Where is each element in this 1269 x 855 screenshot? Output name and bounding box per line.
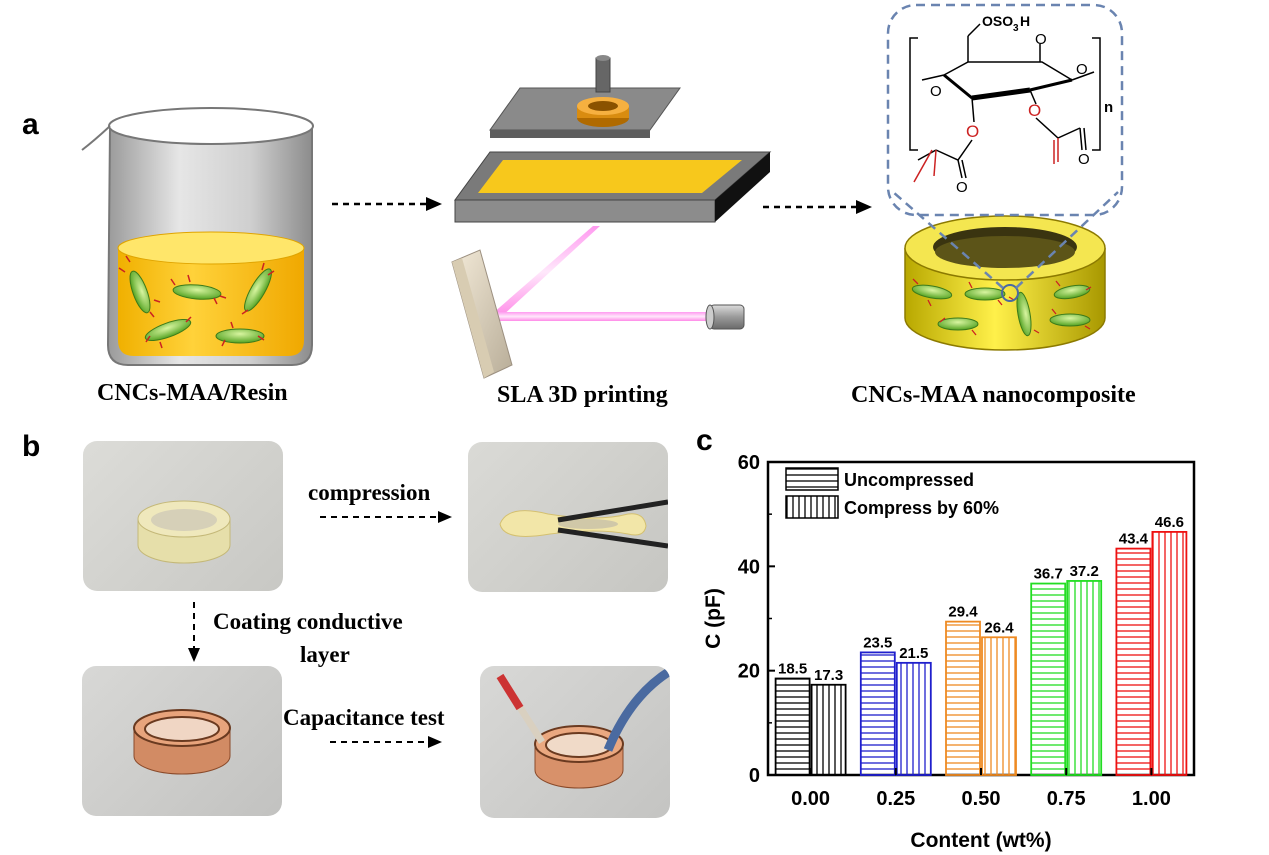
legend-label: Uncompressed xyxy=(844,470,974,490)
label-capacitance-test: Capacitance test xyxy=(283,705,445,730)
chem-carbonyl-oxygen-2: O xyxy=(1078,151,1090,168)
bar xyxy=(1030,582,1067,776)
photo-compressed-ring xyxy=(468,442,668,592)
data-label: 36.7 xyxy=(1034,566,1063,583)
label-coating-line1: Coating conductive xyxy=(213,609,403,634)
zoom-callout xyxy=(886,3,1124,289)
caption-cncs-maa-nanocomposite: CNCs-MAA nanocomposite xyxy=(851,382,1136,408)
data-label: 29.4 xyxy=(948,604,978,621)
arrow-icon-2 xyxy=(763,200,872,214)
label-coating-line2: layer xyxy=(300,642,350,667)
y-tick-label: 0 xyxy=(749,765,760,787)
caption-sla-3d-printing: SLA 3D printing xyxy=(497,382,668,408)
x-tick-label: 0.00 xyxy=(791,788,830,810)
bar xyxy=(895,661,932,776)
data-label: 46.6 xyxy=(1155,514,1184,531)
photo-capacitance-test xyxy=(480,666,670,818)
bar xyxy=(859,651,896,776)
data-label: 43.4 xyxy=(1119,531,1149,548)
panel-a-illustration: OSO 3 H O O O O O O O n xyxy=(81,3,1124,379)
y-tick-label: 60 xyxy=(738,452,760,474)
data-label: 26.4 xyxy=(984,619,1014,636)
chemical-structure-icon: OSO 3 H O O O O O O O n xyxy=(909,13,1113,196)
panel-letter-a: a xyxy=(22,108,39,141)
cnc-rods-beaker xyxy=(118,255,275,349)
beaker-icon xyxy=(81,107,314,366)
x-axis-label: Content (wt%) xyxy=(910,829,1051,852)
legend-swatch xyxy=(785,467,839,491)
data-label: 17.3 xyxy=(814,667,843,684)
legend-label: Compress by 60% xyxy=(844,498,999,518)
panel-b-arrows xyxy=(188,511,452,748)
data-label: 37.2 xyxy=(1070,563,1099,580)
panel-letter-c: c xyxy=(696,424,713,457)
bar xyxy=(810,683,847,776)
data-label: 21.5 xyxy=(899,645,928,662)
y-axis-label: C (pF) xyxy=(702,588,725,649)
data-label: 23.5 xyxy=(863,634,892,651)
chem-right-oxygen: O xyxy=(1076,61,1088,78)
chem-sulfate-label: OSO xyxy=(982,13,1013,29)
arrow-right-icon-compression xyxy=(320,511,452,523)
sla-printer-icon xyxy=(451,55,772,379)
chem-left-oxygen: O xyxy=(930,83,942,100)
x-tick-label: 0.25 xyxy=(876,788,915,810)
x-tick-label: 0.75 xyxy=(1047,788,1086,810)
bar xyxy=(981,636,1017,776)
chem-ester-oxygen-1: O xyxy=(966,122,979,141)
arrow-icon xyxy=(332,197,442,211)
x-tick-label: 1.00 xyxy=(1132,788,1171,810)
chem-sulfate-subscript: 3 xyxy=(1013,23,1019,34)
y-tick-label: 40 xyxy=(738,556,760,578)
photo-coated-ring xyxy=(82,666,282,816)
y-tick-label: 20 xyxy=(738,661,760,683)
chem-ester-oxygen-2: O xyxy=(1028,101,1041,120)
chem-carbonyl-oxygen-1: O xyxy=(956,179,968,196)
bar-chart: 0 20 40 60 18.5 17.3 0.00 23.5 21.5 0.25 29.4 26.4 0… xyxy=(702,452,1196,852)
chem-repeat-n: n xyxy=(1104,99,1113,116)
bar xyxy=(945,620,981,776)
photo-printed-ring xyxy=(83,441,283,591)
x-tick-label: 0.50 xyxy=(962,788,1001,810)
bar xyxy=(1151,531,1188,776)
legend-swatch xyxy=(785,495,839,519)
panel-letter-b: b xyxy=(22,430,41,463)
caption-cncs-maa-resin: CNCs-MAA/Resin xyxy=(97,380,288,406)
bar xyxy=(1066,580,1103,776)
arrow-down-icon-coating xyxy=(188,602,200,662)
data-label: 18.5 xyxy=(778,660,807,677)
arrow-right-icon-capacitance xyxy=(330,736,442,748)
label-compression: compression xyxy=(308,480,431,505)
bar xyxy=(774,677,811,776)
nanocomposite-ring-icon xyxy=(904,215,1106,351)
chem-sulfate-h: H xyxy=(1020,13,1030,29)
chem-ring-oxygen: O xyxy=(1035,31,1047,48)
cnc-rods-ring xyxy=(911,278,1092,337)
bar xyxy=(1115,547,1152,776)
